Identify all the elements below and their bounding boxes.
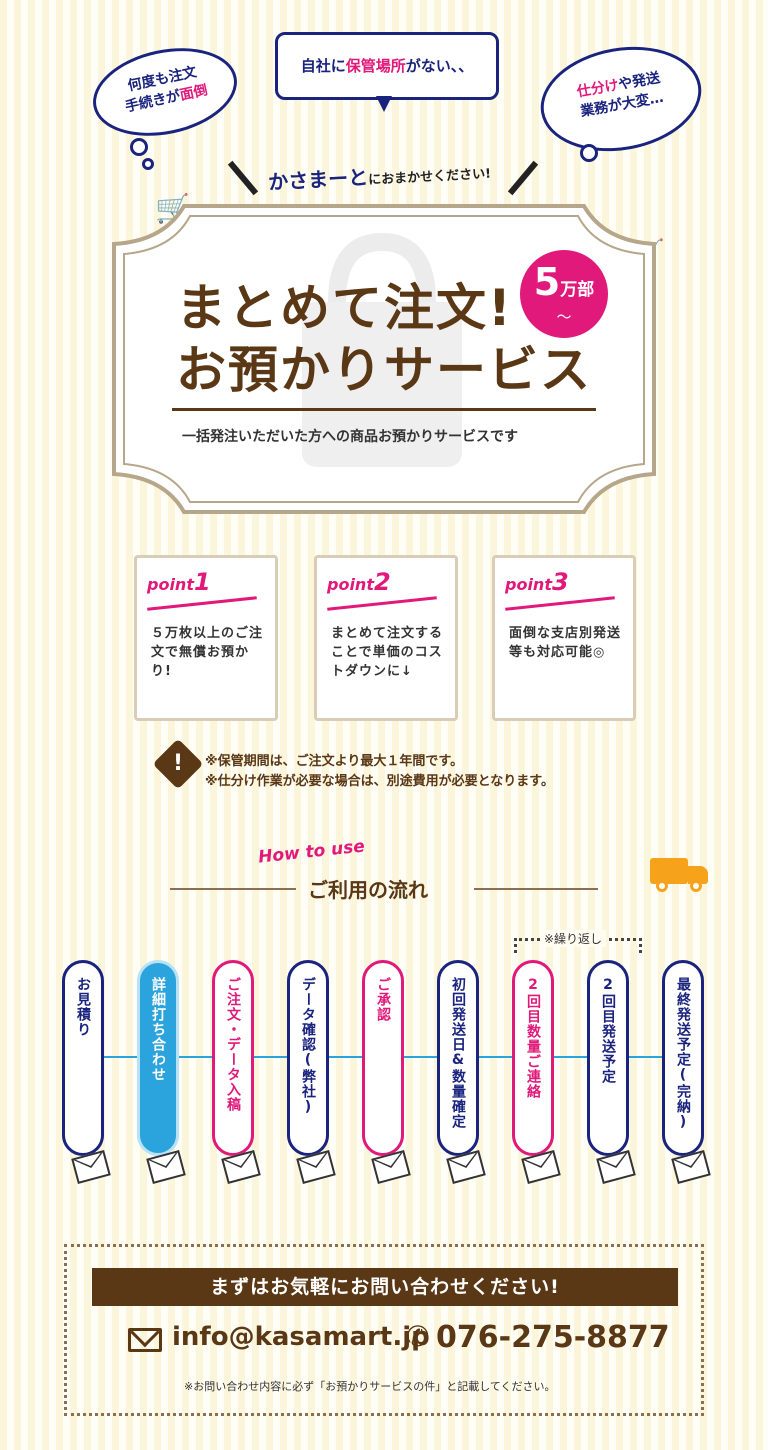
hero-badge-tilde: 〜 — [556, 308, 572, 326]
repeat-note: ※繰り返し — [540, 930, 607, 947]
point-text: ５万枚以上のご注文で無償お預かり! — [151, 626, 264, 679]
hero-badge-unit: 万部 — [560, 280, 595, 300]
contact-note: ※お問い合わせ内容に必ず「お預かりサービスの件」と記載してください。 — [184, 1380, 556, 1393]
flow-step-1: お見積り — [62, 960, 104, 1156]
hero-subtitle: 一括発注いただいた方への商品お預かりサービスです — [182, 429, 518, 445]
flow-step-label: データ確認(弊社) — [300, 977, 316, 1116]
flow-step-label: 初回発送日&数量確定 — [450, 977, 466, 1129]
point-label: point1 — [147, 568, 211, 596]
point-underline — [505, 596, 615, 611]
contact-email[interactable]: info@kasamart.jp — [172, 1322, 430, 1352]
thought-dot-large — [130, 138, 148, 156]
point-label: point2 — [327, 568, 391, 596]
flow-step-label: ご注文・データ入稿 — [225, 977, 241, 1112]
flow-title: ご利用の流れ — [308, 878, 428, 902]
hero-badge-num: 5 — [533, 260, 561, 304]
flow-step-3: ご注文・データ入稿 — [212, 960, 254, 1156]
flow-step-5: ご承認 — [362, 960, 404, 1156]
tagline-text: におまかせください! — [367, 166, 492, 189]
point-underline — [327, 596, 437, 611]
flow-script-title: How to use — [257, 836, 366, 868]
point-card-1: point1 ５万枚以上のご注文で無償お預かり! — [134, 555, 278, 721]
point-text: 面倒な支店別発送等も対応可能◎ — [509, 626, 622, 660]
bubble-center-pre: 自社に — [300, 57, 346, 75]
warning-icon-mark: ! — [172, 751, 184, 776]
bubble-center-post: がない、、 — [405, 57, 474, 75]
flow-step-2: 詳細打ち合わせ — [137, 960, 179, 1156]
flow-title-line-left — [170, 888, 296, 890]
bubble-center-hl: 保管場所 — [345, 57, 406, 75]
point-label: point3 — [505, 568, 569, 596]
contact-heading: まずはお気軽にお問い合わせください! — [92, 1268, 678, 1306]
contact-phone[interactable]: 076-275-8877 — [436, 1320, 670, 1355]
phone-icon: ✆ — [406, 1320, 430, 1353]
flow-step-9: 最終発送予定(完納) — [662, 960, 704, 1156]
flow-step-4: データ確認(弊社) — [287, 960, 329, 1156]
flow-step-label: 最終発送予定(完納) — [675, 977, 691, 1131]
thought-bubble-left: 何度も注文 手続きが面倒 — [84, 35, 246, 149]
bubble-left-line2-hl: 面倒 — [178, 82, 210, 104]
flow-step-6: 初回発送日&数量確定 — [437, 960, 479, 1156]
speech-bubble-center-tail — [376, 96, 392, 112]
flow-step-label: ご承認 — [375, 977, 391, 1022]
point-card-3: point3 面倒な支店別発送等も対応可能◎ — [492, 555, 636, 721]
speech-bubble-center: 自社に保管場所がない、、 — [275, 32, 499, 100]
hero-title-line2: お預かりサービス — [176, 341, 592, 399]
note-line2: ※仕分け作業が必要な場合は、別途費用が必要となります。 — [205, 774, 554, 789]
contact-box — [64, 1244, 704, 1416]
flow-step-8: 2回目発送予定 — [587, 960, 629, 1156]
point-underline — [147, 596, 257, 611]
mail-icon — [128, 1317, 162, 1352]
hero-title-line1: まとめて注文! — [176, 279, 513, 337]
tagline-brand: かさまーと — [267, 165, 369, 195]
flow-title-line-right — [474, 888, 598, 890]
flow-step-7: 2回目数量ご連絡 — [512, 960, 554, 1156]
tagline: かさまーとにおまかせください! — [267, 154, 508, 196]
hero-divider — [172, 408, 596, 411]
thought-dot-small — [142, 158, 154, 170]
bag-watermark-icon — [302, 232, 462, 467]
point-text: まとめて注文することで単価のコストダウンに↓ — [331, 626, 444, 679]
tagline-stroke-left — [227, 160, 259, 196]
flow-step-label: 2回目数量ご連絡 — [525, 977, 541, 1099]
flow-step-label: 2回目発送予定 — [600, 977, 616, 1084]
thought-dot-right — [580, 144, 598, 162]
flow-step-label: 詳細打ち合わせ — [150, 977, 166, 1082]
point-card-2: point2 まとめて注文することで単価のコストダウンに↓ — [314, 555, 458, 721]
tagline-stroke-right — [507, 160, 539, 196]
flow-step-label: お見積り — [75, 977, 91, 1037]
thought-bubble-right: 仕分けや発送 業務が大変… — [532, 34, 710, 164]
hero-badge: 5万部 〜 — [520, 250, 608, 338]
note-line1: ※保管期間は、ご注文より最大１年間です。 — [205, 754, 464, 769]
truck-icon — [650, 858, 710, 892]
